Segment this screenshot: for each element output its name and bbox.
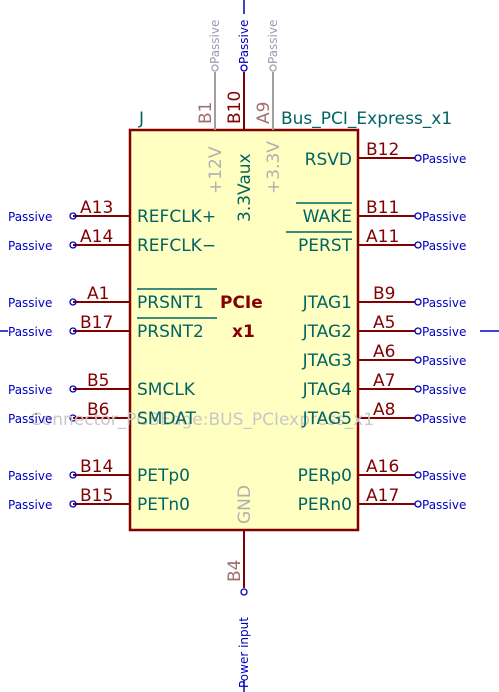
pin-type: Passive bbox=[422, 325, 466, 339]
pin-number: B6 bbox=[87, 400, 109, 420]
pin-number: A6 bbox=[373, 342, 395, 362]
pin-number: B10 bbox=[225, 91, 245, 124]
pin-number: B15 bbox=[80, 486, 113, 506]
pin-number: B4 bbox=[225, 560, 245, 582]
pin-type: Passive bbox=[422, 412, 466, 426]
center-label-x1: x1 bbox=[232, 322, 255, 342]
pin-name: JTAG2 bbox=[302, 322, 352, 342]
pin-number: A16 bbox=[366, 457, 399, 477]
pin-number: B5 bbox=[87, 371, 109, 391]
pin-type: Passive bbox=[8, 296, 52, 310]
pin-number: A11 bbox=[366, 227, 399, 247]
pin-number: B17 bbox=[80, 313, 113, 333]
bottom-pins: GND B4 Power input bbox=[225, 485, 255, 688]
pin-name: +3.3V bbox=[264, 141, 284, 194]
pin-number: A9 bbox=[254, 102, 274, 124]
pin-end-markers-hidden bbox=[211, 64, 277, 72]
pin-lines bbox=[73, 72, 415, 588]
pin-type: Passive bbox=[237, 20, 251, 64]
pin-number: A7 bbox=[373, 371, 395, 391]
active-low-overbars bbox=[137, 202, 352, 319]
pin-type: Passive bbox=[8, 239, 52, 253]
top-pins: B1 +12V Passive B10 3.3Vaux Passive A9 +… bbox=[196, 20, 284, 222]
pin-name: JTAG1 bbox=[302, 293, 352, 313]
pin-number: B11 bbox=[366, 198, 399, 218]
pin-name: SMDAT bbox=[137, 409, 197, 429]
pin-number: B1 bbox=[196, 102, 216, 124]
pin-name: PERST bbox=[298, 236, 353, 256]
pin-name: PETn0 bbox=[137, 495, 190, 515]
symbol-body[interactable] bbox=[128, 128, 360, 532]
pin-name: PERp0 bbox=[298, 466, 352, 486]
pin-type: Passive bbox=[422, 239, 466, 253]
pin-end-markers bbox=[69, 64, 422, 596]
pin-name: JTAG5 bbox=[302, 409, 352, 429]
pin-number: A8 bbox=[373, 400, 395, 420]
pin-number: A1 bbox=[87, 284, 109, 304]
pin-type: Passive bbox=[208, 20, 222, 64]
right-pins: B12 RSVD Passive B11 WAKE Passive A11 PE… bbox=[298, 140, 467, 515]
pin-type: Passive bbox=[266, 20, 280, 64]
pin-name: 3.3Vaux bbox=[235, 153, 255, 222]
pin-name: PETp0 bbox=[137, 466, 190, 486]
pin-name: PRSNT2 bbox=[137, 322, 204, 342]
pin-number: A13 bbox=[80, 198, 113, 218]
pin-name: +12V bbox=[206, 146, 226, 194]
pin-lines-hidden bbox=[214, 72, 274, 130]
left-pins: A13 REFCLK+ Passive A14 REFCLK− Passive … bbox=[8, 198, 216, 515]
pin-number: B12 bbox=[366, 140, 399, 160]
pin-name: GND bbox=[235, 485, 255, 524]
center-label-pcie: PCIe bbox=[220, 293, 263, 313]
pin-type: Passive bbox=[8, 325, 52, 339]
pin-type: Passive bbox=[422, 210, 466, 224]
pin-name: RSVD bbox=[305, 150, 352, 170]
pin-name: REFCLK+ bbox=[137, 207, 216, 227]
pin-type: Passive bbox=[422, 296, 466, 310]
pin-number: B9 bbox=[373, 284, 395, 304]
reference-designator[interactable]: J bbox=[138, 109, 144, 129]
pin-type: Passive bbox=[8, 210, 52, 224]
pin-type: Passive bbox=[8, 412, 52, 426]
value-field[interactable]: Bus_PCI_Express_x1 bbox=[281, 109, 452, 129]
pin-type: Passive bbox=[8, 383, 52, 397]
footprint-field[interactable]: Connector_PCBEdge:BUS_PCIexpress_x1 bbox=[30, 410, 374, 430]
pin-number: B14 bbox=[80, 457, 113, 477]
pin-type: Passive bbox=[422, 383, 466, 397]
pin-name: JTAG3 bbox=[302, 351, 352, 371]
pin-type: Power input bbox=[237, 617, 251, 688]
pin-type: Passive bbox=[8, 469, 52, 483]
pin-number: A14 bbox=[80, 227, 113, 247]
pin-number: A5 bbox=[373, 313, 395, 333]
pin-name: SMCLK bbox=[137, 380, 196, 400]
pin-name: PRSNT1 bbox=[137, 293, 204, 313]
pin-type: Passive bbox=[422, 469, 466, 483]
pin-type: Passive bbox=[422, 354, 466, 368]
pin-name: JTAG4 bbox=[302, 380, 352, 400]
pin-type: Passive bbox=[422, 152, 466, 166]
pin-number: A17 bbox=[366, 486, 399, 506]
pin-type: Passive bbox=[422, 498, 466, 512]
pin-name: WAKE bbox=[303, 207, 352, 227]
pin-name: REFCLK− bbox=[137, 236, 216, 256]
pin-type: Passive bbox=[8, 498, 52, 512]
pin-name: PERn0 bbox=[298, 495, 352, 515]
